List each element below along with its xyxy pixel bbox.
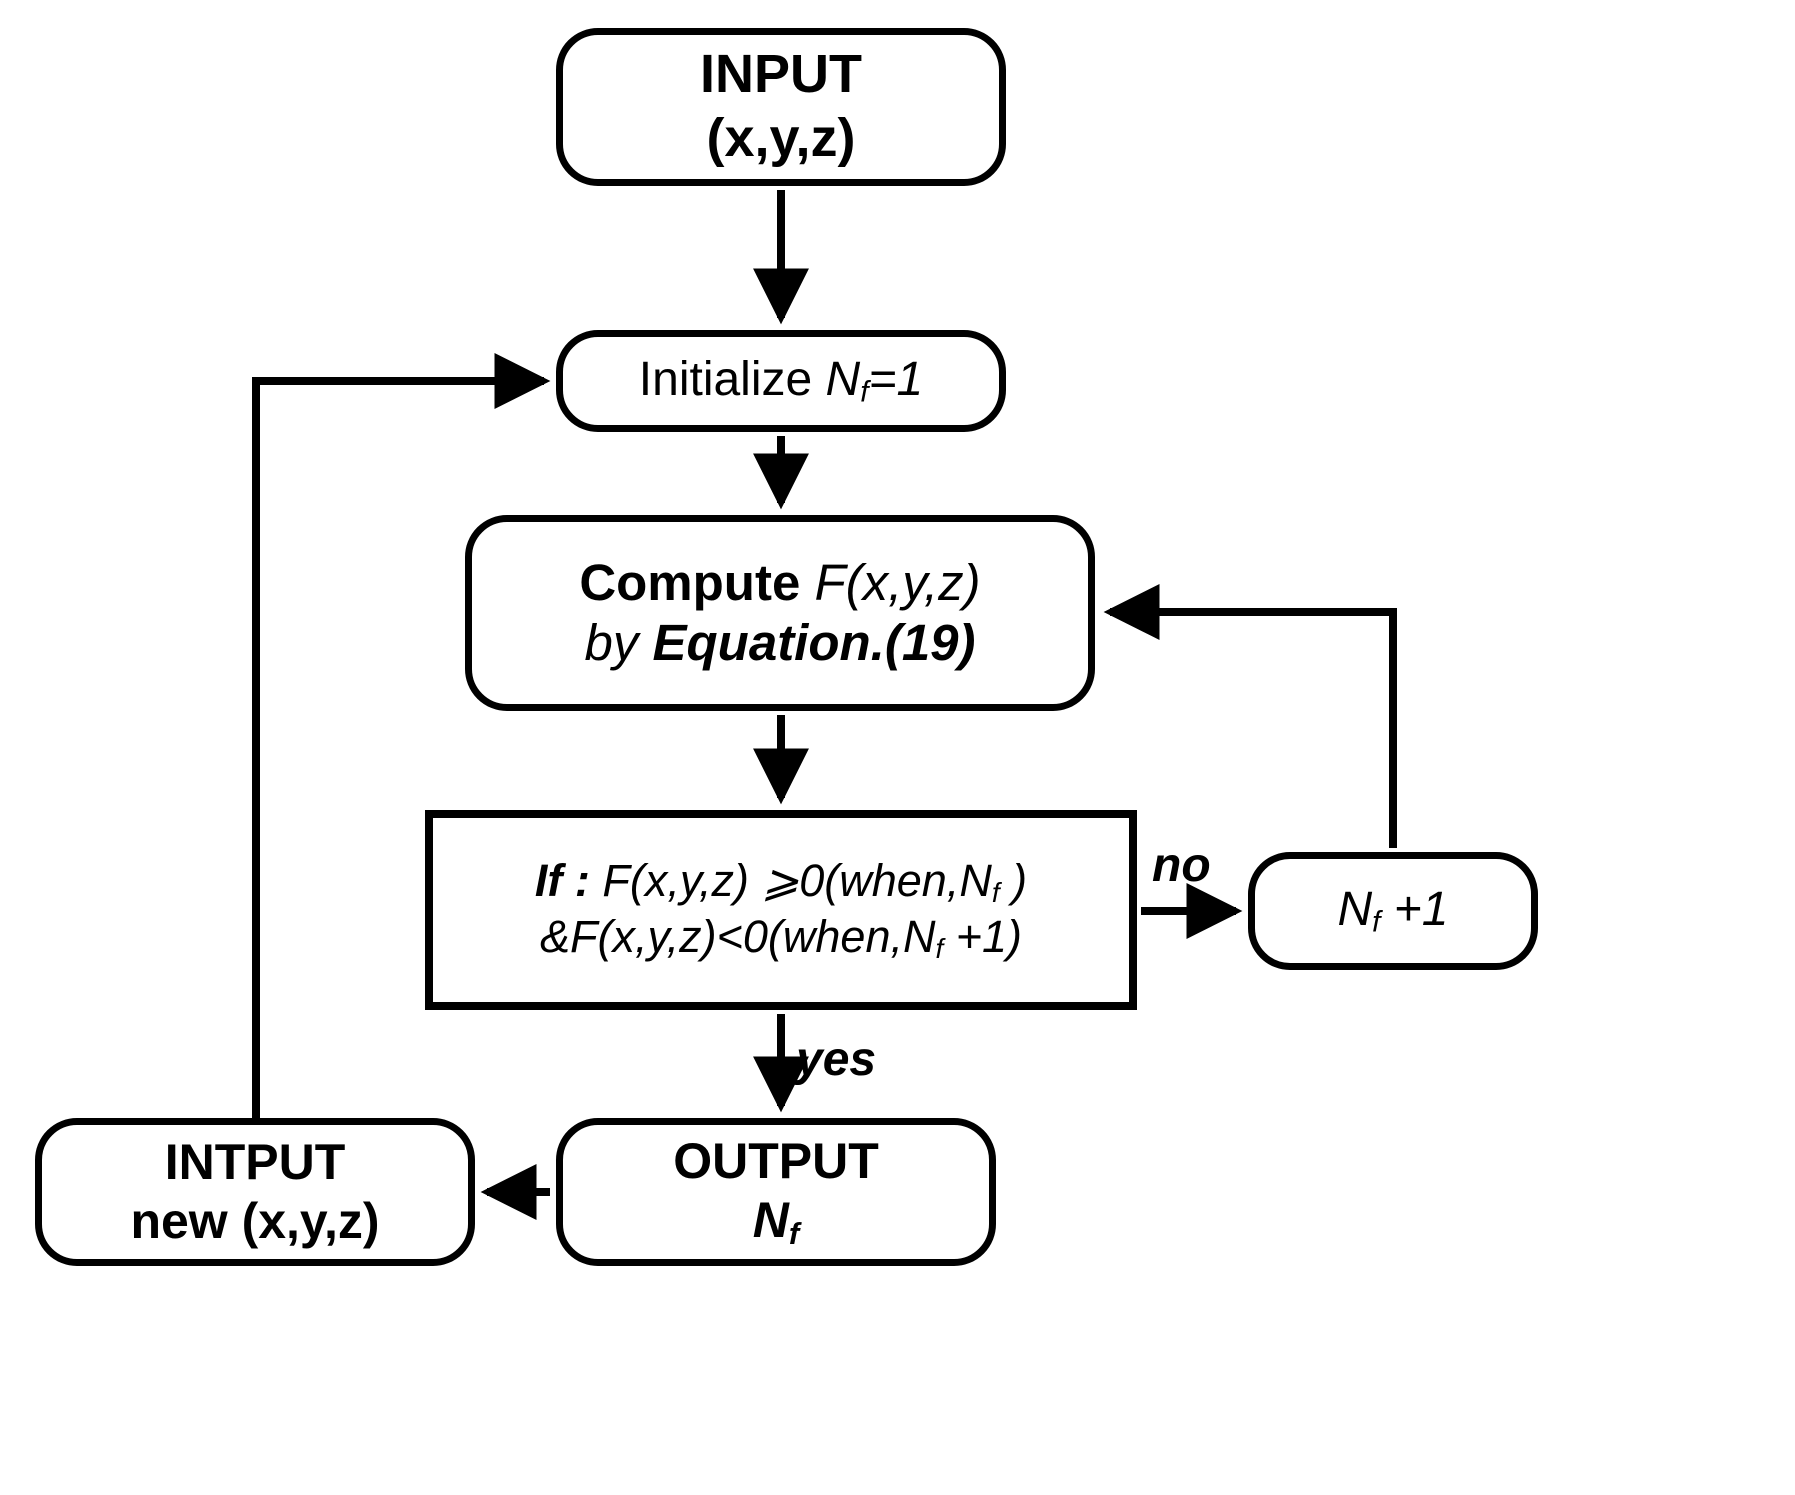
node-compute-line2: by Equation.(19) [584,613,975,673]
node-compute-verb: Compute [579,553,815,611]
node-decision[interactable]: If : F(x,y,z) ⩾0(when,Nf ) &F(x,y,z)<0(w… [425,810,1137,1010]
node-reinput-line1: INTPUT [164,1134,346,1190]
node-input-line2: (x,y,z) [706,108,856,168]
node-decision-variable-2: Nf [902,911,944,965]
node-increment[interactable]: Nf +1 [1248,852,1538,970]
edge-label-no: no [1152,839,1211,892]
node-increment-variable: Nf [1337,883,1381,939]
node-compute-function: F(x,y,z) [814,553,981,611]
node-input[interactable]: INPUT (x,y,z) [556,28,1006,186]
node-output-line1: OUTPUT [673,1132,879,1189]
node-decision-condition-b: &F(x,y,z)<0(when, [539,911,903,962]
node-decision-condition-b-tail: +1) [943,911,1023,962]
node-compute-by: by [584,614,653,671]
node-reinput-line2: new (x,y,z) [130,1193,380,1249]
node-initialize[interactable]: Initialize Nf=1 [556,330,1006,432]
node-decision-if-keyword: If : [534,854,603,906]
node-increment-tail: +1 [1380,883,1449,937]
node-input-line1: INPUT [700,44,862,105]
node-decision-line2: &F(x,y,z)<0(when,Nf +1) [540,910,1022,966]
node-initialize-variable: Nf [825,353,869,409]
node-decision-variable-1: Nf [959,854,1000,909]
edge-label-yes: yes [796,1033,877,1086]
node-initialize-text: Initialize Nf=1 [639,352,923,410]
node-increment-text: Nf +1 [1338,882,1449,940]
node-compute-line1: Compute F(x,y,z) [579,553,980,613]
node-reinput[interactable]: INTPUT new (x,y,z) [35,1118,475,1266]
node-compute-equation-ref: Equation.(19) [652,614,976,671]
edge-increment-to-compute [1103,584,1397,848]
node-output-variable: Nf [752,1191,800,1251]
node-decision-condition-a-tail: ) [999,854,1028,906]
node-initialize-label: Initialize [638,353,826,407]
node-compute[interactable]: Compute F(x,y,z) by Equation.(19) [465,515,1095,711]
node-decision-line1: If : F(x,y,z) ⩾0(when,Nf ) [535,854,1027,910]
node-output[interactable]: OUTPUT Nf [556,1118,996,1266]
node-decision-condition-a: F(x,y,z) ⩾0(when, [602,854,960,906]
node-initialize-tail: =1 [868,353,924,407]
edge-reinput-to-initialize [252,353,551,1122]
